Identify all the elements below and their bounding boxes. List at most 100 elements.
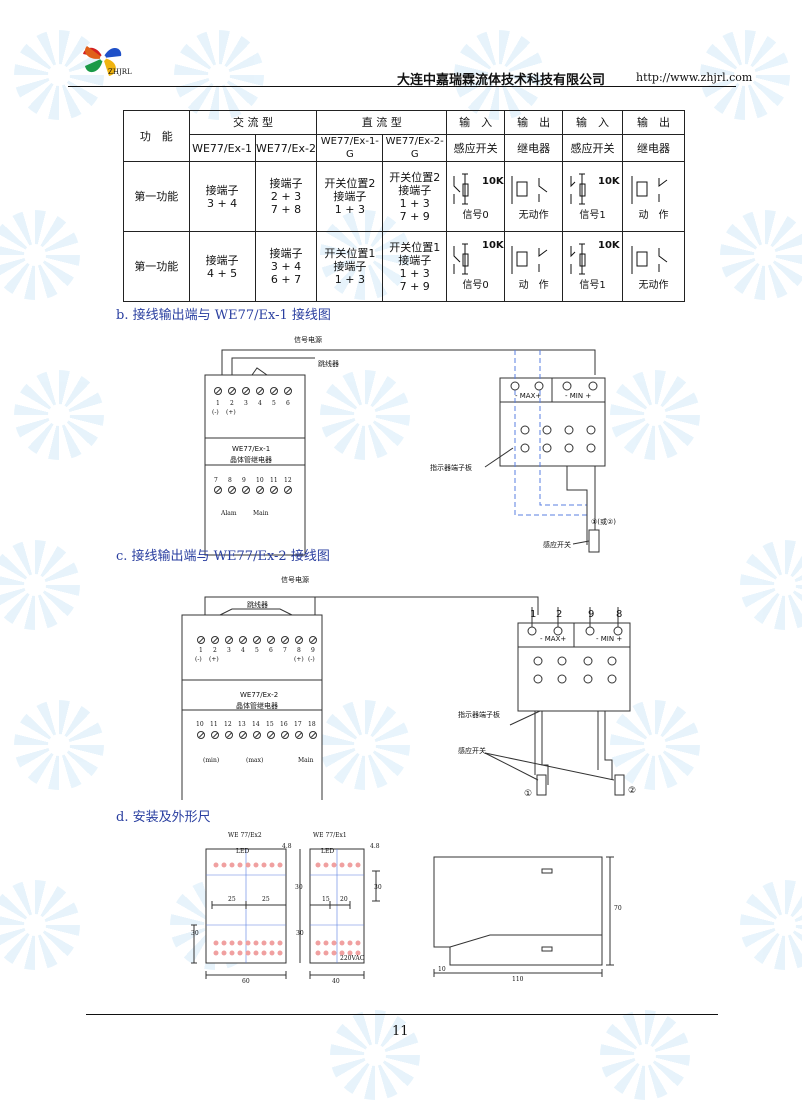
terminal-number: 1	[530, 609, 537, 620]
model-ex1-label: WE 77/Ex1	[313, 832, 347, 839]
terminal-number: 8	[297, 647, 301, 654]
terminal-number: 8	[228, 477, 232, 484]
terminal-screw	[267, 636, 275, 644]
device-model: WE77/Ex-2	[240, 691, 279, 699]
terminal-number: 12	[284, 477, 292, 484]
terminal-screw	[225, 636, 233, 644]
dimension-label: 30	[191, 930, 199, 937]
switch-number-2: ②	[628, 786, 637, 796]
logo-text: ZHJRL	[108, 68, 132, 76]
model-ac2: WE77/Ex-2	[254, 134, 318, 162]
terminal-screw	[309, 636, 317, 644]
terminal-screw	[197, 636, 205, 644]
terminal-screw	[281, 731, 289, 739]
terminal-number: 3	[244, 400, 248, 407]
terminal-screw	[253, 636, 261, 644]
max-label: - MAX+	[540, 635, 567, 643]
model-ex2-label: WE 77/Ex2	[228, 832, 262, 839]
terminal-number: 11	[210, 721, 218, 728]
switch-number: ①(或②)	[591, 518, 617, 526]
section-c-title: c. 接线输出端与 WE77/Ex-2 接线图	[116, 549, 330, 564]
terminal-screw	[228, 486, 236, 494]
output-symbol-cell: 动 作	[622, 161, 685, 232]
section-b-title: b. 接线输出端与 WE77/Ex-1 接线图	[116, 308, 331, 323]
dimension-label: 4.8	[370, 843, 380, 850]
terminal-number: 5	[272, 400, 276, 407]
min-label: - MIN +	[596, 635, 623, 643]
terminal-screw	[242, 387, 250, 395]
led-label: LED	[321, 848, 335, 855]
voltage-label: 220VAC	[340, 955, 365, 962]
terminal-number: 18	[308, 721, 316, 728]
terminal-number: 14	[252, 721, 260, 728]
board-label: 指示器端子板	[458, 711, 500, 719]
terminal-number: 17	[294, 721, 302, 728]
row-function: 第一功能	[123, 161, 190, 232]
terminal-screw	[281, 636, 289, 644]
sub-input-2: 感应开关	[562, 134, 624, 162]
polarity-minus: (-)	[308, 656, 315, 663]
terminal-screw	[284, 486, 292, 494]
terminal-screw	[214, 486, 222, 494]
terminal-screw	[284, 387, 292, 395]
row-function: 第一功能	[123, 231, 190, 302]
terminal-screw	[253, 731, 261, 739]
signal-power-label: 信号电源	[294, 336, 322, 344]
max-label: (max)	[246, 757, 264, 764]
terminal-number: 16	[280, 721, 288, 728]
terminal-screw	[242, 486, 250, 494]
min-label: - MIN +	[565, 392, 592, 400]
dimension-label: 30	[374, 884, 382, 891]
polarity-plus: (+)	[209, 656, 219, 663]
terminal-number: 15	[266, 721, 274, 728]
device-model: WE77/Ex-1	[232, 445, 271, 453]
company-logo	[83, 46, 122, 76]
sensor-switch-symbol	[453, 243, 469, 274]
section-d-title: d. 安装及外形尺	[116, 810, 211, 825]
terminal-number: 6	[269, 647, 273, 654]
header-ac-type: 交 流 型	[188, 110, 318, 135]
terminal-number: 10	[256, 477, 264, 484]
page-number: 11	[392, 1024, 409, 1039]
jumper-label: 跳线器	[318, 360, 339, 368]
sensor-switch-symbol	[570, 243, 586, 274]
terminal-number: 4	[241, 647, 245, 654]
header-input-1: 输 入	[446, 110, 506, 135]
sensor-label: 感应开关	[458, 747, 486, 755]
terminal-screw	[197, 731, 205, 739]
function-table: 功 能 交 流 型 直 流 型 输 入 输 出 输 入 输 出 WE77/Ex-…	[123, 110, 685, 302]
sub-output-1: 继电器	[504, 134, 564, 162]
sensor-switch-symbol	[453, 173, 469, 204]
dimension-label: 60	[242, 978, 250, 985]
terminal-number: 7	[214, 477, 218, 484]
device-type: 晶体管继电器	[236, 702, 278, 710]
sub-input-1: 感应开关	[446, 134, 506, 162]
relay-symbol	[511, 245, 547, 274]
header-dc-type: 直 流 型	[316, 110, 448, 135]
terminal-screw	[270, 387, 278, 395]
device-type: 晶体管继电器	[230, 456, 272, 464]
outline-drawing	[191, 848, 614, 979]
output-symbol-cell: 无动作	[622, 231, 685, 302]
led-label: LED	[236, 848, 250, 855]
dimension-label: 40	[332, 978, 340, 985]
input-symbol-cell: 信号1	[562, 231, 624, 302]
switch-number-1: ①	[524, 789, 533, 799]
terminal-number: 9	[588, 609, 595, 620]
main-label: Main	[298, 757, 314, 764]
signal-power-label: 信号电源	[281, 576, 309, 584]
dimension-label: 10	[438, 966, 446, 973]
terminal-number: 1	[199, 647, 203, 654]
terminal-screw	[228, 387, 236, 395]
output-symbol-cell: 无动作	[504, 161, 564, 232]
terminal-screw	[267, 731, 275, 739]
header-output-1: 输 出	[504, 110, 564, 135]
polarity-minus: (-)	[195, 656, 202, 663]
wiring-diagram-c	[181, 596, 631, 800]
polarity-minus: (-)	[212, 409, 219, 416]
terminal-screw	[225, 731, 233, 739]
input-symbol-cell: 信号1	[562, 161, 624, 232]
